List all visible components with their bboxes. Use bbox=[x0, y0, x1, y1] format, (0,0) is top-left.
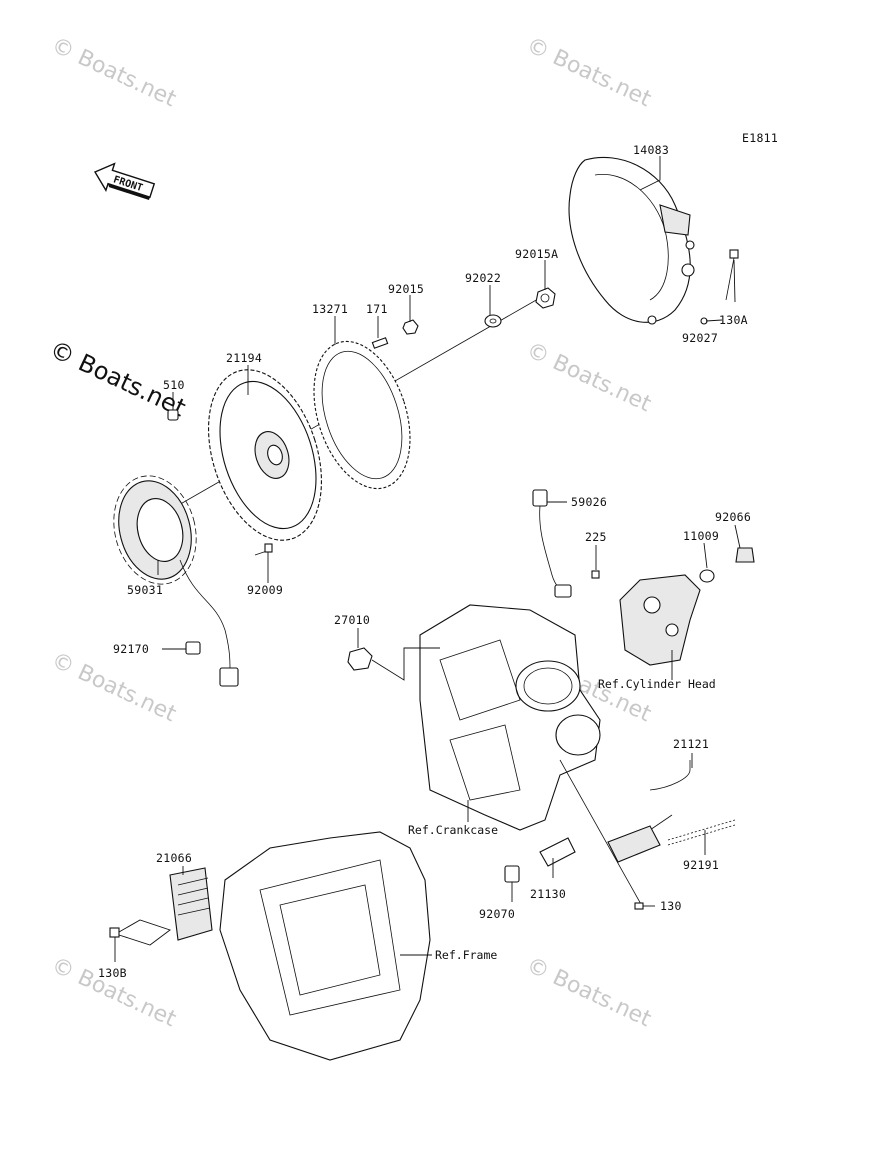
bolt-130A-shank bbox=[725, 257, 735, 301]
frame bbox=[219, 831, 431, 1061]
label-92066: 92066 bbox=[715, 510, 751, 524]
label-92022: 92022 bbox=[465, 271, 501, 285]
screw-225 bbox=[591, 570, 600, 579]
watermark-2: © Boats.net bbox=[522, 33, 655, 113]
label-92015: 92015 bbox=[388, 282, 424, 296]
label-21121: 21121 bbox=[673, 737, 709, 751]
label-92015A: 92015A bbox=[515, 247, 558, 261]
watermark-4: © Boats.net bbox=[47, 648, 180, 728]
label-92191: 92191 bbox=[683, 858, 719, 872]
label-92027: 92027 bbox=[682, 331, 718, 345]
gasket-11009 bbox=[699, 569, 715, 583]
label-92170: 92170 bbox=[113, 642, 149, 656]
label-225: 225 bbox=[585, 530, 607, 544]
label-171: 171 bbox=[366, 302, 388, 316]
watermark-3: © Boats.net bbox=[522, 338, 655, 418]
key-171 bbox=[371, 337, 389, 349]
label-21194: 21194 bbox=[226, 351, 262, 365]
nut-92015 bbox=[402, 319, 419, 335]
regulator-21066 bbox=[169, 867, 213, 941]
part-92070 bbox=[504, 865, 520, 883]
watermark-1: © Boats.net bbox=[47, 33, 180, 113]
cylinder-head-part bbox=[619, 574, 701, 666]
ref-crankcase: Ref.Crankcase bbox=[408, 823, 498, 837]
label-59031: 59031 bbox=[127, 583, 163, 597]
bolt-130 bbox=[634, 902, 644, 910]
label-14083: 14083 bbox=[633, 143, 669, 157]
ignition-coil-21121 bbox=[607, 760, 691, 863]
sensor-59026 bbox=[532, 489, 572, 598]
spring-92191 bbox=[667, 819, 736, 846]
label-11009: 11009 bbox=[683, 529, 719, 543]
plug-92066 bbox=[735, 547, 755, 563]
nut-92015A-hole bbox=[540, 293, 550, 303]
label-21130: 21130 bbox=[530, 887, 566, 901]
bolt-130A bbox=[729, 249, 739, 259]
ring-gear-13271 bbox=[313, 340, 411, 490]
switch-27010 bbox=[347, 647, 373, 671]
bolt-92009-head bbox=[264, 543, 273, 553]
washer-92022 bbox=[484, 314, 502, 328]
washer-92022-hole bbox=[489, 318, 497, 324]
label-59026: 59026 bbox=[571, 495, 607, 509]
label-130B: 130B bbox=[98, 966, 127, 980]
bolt-130B bbox=[109, 927, 120, 938]
watermark-6: © Boats.net bbox=[47, 953, 180, 1033]
flywheel-21194 bbox=[208, 369, 322, 541]
watermark-7: © Boats.net bbox=[522, 953, 655, 1033]
generator-cover bbox=[568, 156, 695, 325]
label-13271: 13271 bbox=[312, 302, 348, 316]
clamp-92170 bbox=[185, 641, 201, 655]
ref-frame: Ref.Frame bbox=[435, 948, 497, 962]
nut-92015A bbox=[535, 287, 556, 309]
part-510 bbox=[167, 409, 179, 421]
label-130: 130 bbox=[660, 899, 682, 913]
leader-lines bbox=[114, 156, 741, 962]
stator-59031 bbox=[113, 475, 239, 687]
part-labels: 14083 92015A 92022 92015 171 13271 21194… bbox=[98, 143, 751, 980]
bolt-130-axis bbox=[559, 759, 643, 907]
label-92009: 92009 bbox=[247, 583, 283, 597]
label-92070: 92070 bbox=[479, 907, 515, 921]
crankcase bbox=[419, 604, 601, 831]
label-27010: 27010 bbox=[334, 613, 370, 627]
ref-cylinder-head: Ref.Cylinder Head bbox=[598, 677, 716, 691]
label-510: 510 bbox=[163, 378, 185, 392]
front-arrow-icon: FRONT bbox=[93, 162, 156, 201]
label-130A: 130A bbox=[719, 313, 748, 327]
label-21066: 21066 bbox=[156, 851, 192, 865]
reference-labels: Ref.Cylinder Head Ref.Crankcase Ref.Fram… bbox=[408, 677, 716, 962]
diagram-code: E1811 bbox=[742, 131, 778, 145]
plug-21130 bbox=[539, 837, 576, 867]
